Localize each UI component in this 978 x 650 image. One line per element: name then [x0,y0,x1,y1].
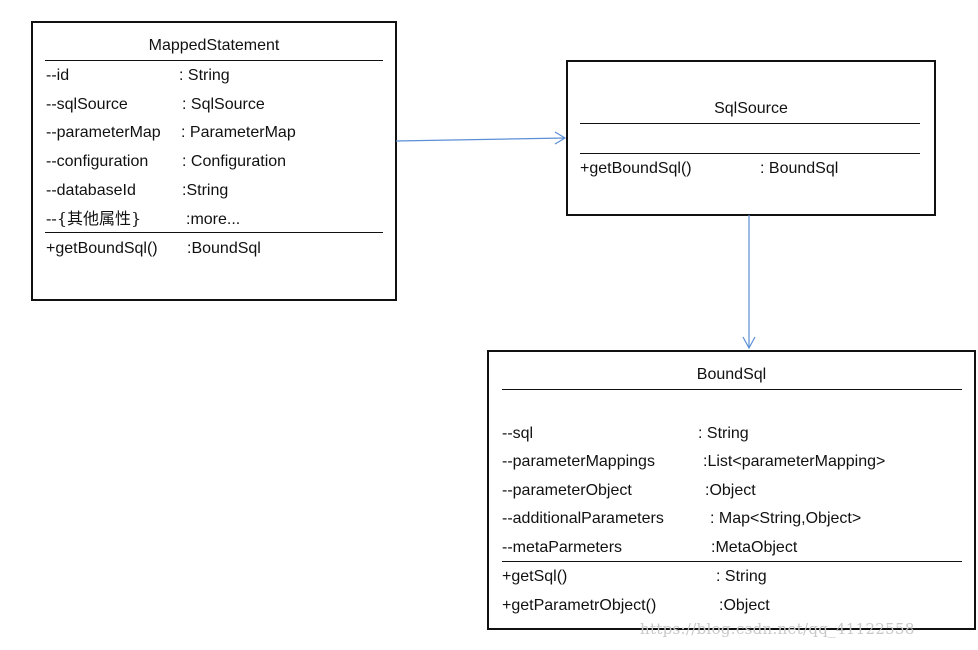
title-divider [580,123,920,124]
field-name: --id [46,67,70,84]
field-name: --parameterMappings [502,453,655,470]
class-title: SqlSource [714,100,788,117]
method-type: :Object [719,597,770,614]
method-name: +getBoundSql() [46,240,158,257]
method-divider [45,232,383,233]
field-type: : ParameterMap [181,124,296,141]
method-name: +getBoundSql() [580,160,692,177]
method-name: +getSql() [502,568,568,585]
field-name: --metaParmeters [502,539,623,556]
field-type: :more... [186,211,241,228]
method-type: : String [716,568,767,585]
field-type: :List<parameterMapping> [703,453,886,470]
field-name: --parameterObject [502,482,632,499]
bound-sql-class: BoundSql --sql : String --parameterMappi… [487,350,976,630]
method-type: : BoundSql [760,160,839,177]
field-type: :String [182,182,229,199]
field-type: : Map<String,Object> [710,510,862,527]
method-divider [580,153,920,154]
field-name: --parameterMap [46,124,161,141]
field-name: --{其他属性} [46,209,142,228]
watermark-url: https://blog.csdn.net/qq_41122558 [640,620,915,638]
field-type: : SqlSource [182,96,265,113]
field-name: --configuration [46,153,149,170]
method-name: +getParametrObject() [502,597,657,614]
title-divider [502,389,962,390]
field-name: --databaseId [46,182,136,199]
field-name: --sqlSource [46,96,128,113]
class-title: BoundSql [696,366,767,383]
field-type: : Configuration [182,153,287,170]
field-type: : String [698,425,749,442]
class-title: MappedStatement [148,37,280,54]
field-name: --additionalParameters [502,510,664,527]
mapped-statement-class: MappedStatement --id : String --sqlSourc… [31,21,397,301]
field-name: --sql [502,425,534,442]
association-arrow-sqlsource-to-boundsql [742,215,756,350]
method-divider [502,561,962,562]
field-type: :MetaObject [711,539,798,556]
field-type: :Object [705,482,756,499]
field-type: : String [179,67,230,84]
association-arrow-mappedstatement-to-sqlsource [395,131,567,145]
sql-source-class: SqlSource +getBoundSql() : BoundSql [566,60,936,216]
title-divider [45,60,383,61]
method-type: :BoundSql [187,240,261,257]
